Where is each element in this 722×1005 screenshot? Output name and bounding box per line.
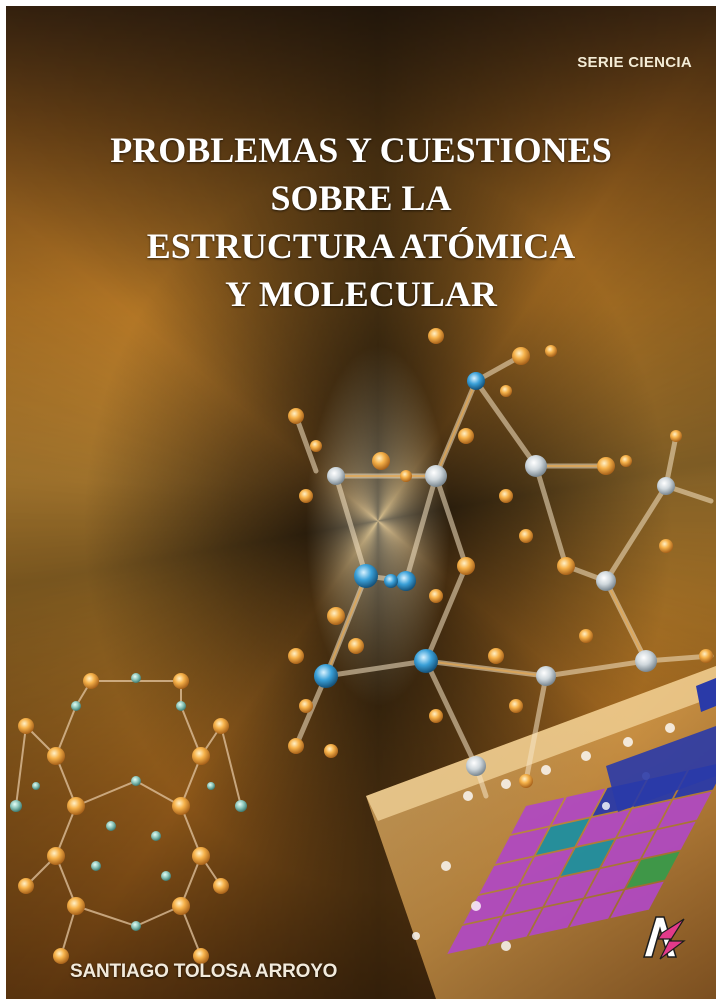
title-line-4: Y MOLECULAR — [225, 274, 497, 314]
title-line-2: SOBRE LA — [270, 178, 452, 218]
series-label: SERIE CIENCIA — [577, 54, 692, 71]
az-publisher-logo-icon — [642, 916, 686, 960]
book-title: PROBLEMAS Y CUESTIONES SOBRE LA ESTRUCTU… — [6, 126, 716, 318]
title-line-3: ESTRUCTURA ATÓMICA — [146, 226, 576, 266]
periodic-table-icon — [366, 666, 716, 999]
title-line-1: PROBLEMAS Y CUESTIONES — [110, 130, 612, 170]
book-cover: SERIE CIENCIA PROBLEMAS Y CUESTIONES SOB… — [6, 6, 716, 999]
molecule-illustration — [10, 328, 716, 999]
author-name: SANTIAGO TOLOSA ARROYO — [70, 961, 338, 982]
